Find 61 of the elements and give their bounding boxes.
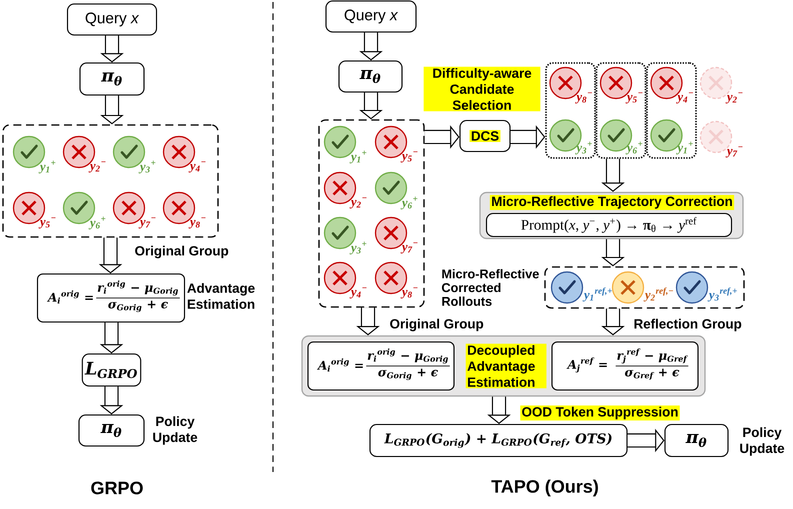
- group-frame: [596, 62, 646, 159]
- group-frame: [318, 119, 425, 308]
- node-label: r$_{i}$$^{orig}$ − μ$_{Gorig}$: [98, 280, 178, 296]
- node-label: Policy Update: [153, 416, 198, 445]
- rollout-label: y$_{1}$+: [350, 150, 366, 164]
- node-label: σ$_{Gorig}$ + ϵ: [108, 300, 168, 312]
- rollout-label: y$_{7}$−: [400, 242, 418, 254]
- rollout-label: y$_{4}$−: [350, 287, 366, 299]
- edge-label: Original Group: [388, 317, 485, 333]
- edge-label: Reflection Group: [632, 317, 744, 333]
- rollout-label: y$_{2}$−: [350, 197, 366, 209]
- rollout-label: y$_{6}$+: [626, 142, 642, 154]
- panel-title: TAPO (Ours): [491, 480, 598, 496]
- formula-box: A$_{j}$$^{ref}$ = r$_{j}$$^{ref}$ − μ$_{Gref}$ σ$_{Gref}$ + ϵ: [551, 341, 699, 391]
- rollout-label: y$_{2}$ref,−: [644, 287, 674, 302]
- rollout-label: y$_{4}$−: [676, 92, 693, 104]
- process-box: Query x: [325, 0, 417, 33]
- rollout-label: y$_{7}$−: [726, 146, 742, 158]
- rollout-label: y$_{8}$−: [188, 217, 206, 229]
- node-label: Policy Update: [740, 427, 784, 456]
- rollout-label: y$_{8}$−: [400, 287, 418, 299]
- rollout-label: y$_{5}$−: [626, 92, 642, 104]
- rollout-label: y$_{3}$ref,+: [708, 287, 737, 302]
- rollout-label: y$_{1}$ref,+: [582, 287, 612, 302]
- rollout-label: y$_{5}$−: [400, 151, 418, 163]
- node-label: Micro-Reflective Corrected Rollouts: [442, 269, 539, 306]
- formula-box: A$_{i}$$^{orig}$ = r$_{i}$$^{orig}$ − μ$_{Gorig}$ σ$_{Gorig}$ + ϵ: [36, 273, 186, 323]
- process-box: π$_{θ}$: [79, 62, 145, 96]
- group-frame: [2, 124, 219, 238]
- rollout-label: y$_{5}$−: [38, 217, 56, 229]
- rollout-label: y$_{6}$+: [88, 216, 106, 230]
- process-box: π$_{θ}$: [664, 424, 729, 458]
- highlighted-heading: Micro-Reflective Trajectory Correction: [490, 194, 734, 210]
- node-label: A$_{i}$$^{orig}$ =: [47, 290, 93, 304]
- highlighted-heading: Decoupled Advantage Estimation: [466, 344, 546, 388]
- node-label: Advantage Estimation: [187, 283, 255, 309]
- process-box: π$_{θ}$: [78, 414, 145, 447]
- rollout-label: y$_{3}$+: [138, 160, 156, 174]
- rollout-label: y$_{1}$+: [676, 142, 693, 154]
- edge-label: Original Group: [133, 244, 230, 260]
- rollout-label: y$_{3}$+: [575, 142, 592, 154]
- panel-title: GRPO: [91, 482, 143, 494]
- process-box: π$_{θ}$: [338, 60, 403, 93]
- rollout-label: y$_{6}$+: [400, 196, 418, 210]
- rollout-label: y$_{8}$−: [575, 92, 592, 104]
- rollout-label: y$_{2}$−: [726, 92, 742, 104]
- rollout-label: y$_{3}$+: [350, 242, 366, 254]
- process-box: Query x: [66, 3, 158, 36]
- process-box: L$_{GRPO}$: [82, 353, 142, 387]
- process-box: L$_{GRPO}$(G$_{orig}$) + L$_{GRPO}$(G$_{ref}$, OTS): [369, 424, 628, 458]
- edge-label: OOD Token Suppression: [520, 405, 680, 421]
- formula-box: A$_{i}$$^{orig}$ = r$_{i}$$^{orig}$ − μ$_{Gorig}$ σ$_{Gorig}$ + ϵ: [307, 341, 455, 391]
- rollout-label: y$_{1}$+: [38, 160, 56, 174]
- rollout-label: y$_{7}$−: [138, 217, 156, 229]
- highlighted-heading: Difficulty-aware Candidate Selection: [424, 66, 540, 112]
- group-frame: [646, 62, 697, 159]
- process-box: DCS: [459, 120, 511, 152]
- process-box: Prompt(x, y$^{−}$, y$^{+}$) → π$_{θ}$ → y$^{ref}$: [486, 212, 732, 238]
- rollout-label: y$_{4}$−: [188, 161, 206, 173]
- group-frame: [545, 62, 596, 159]
- rollout-label: y$_{2}$−: [88, 161, 106, 173]
